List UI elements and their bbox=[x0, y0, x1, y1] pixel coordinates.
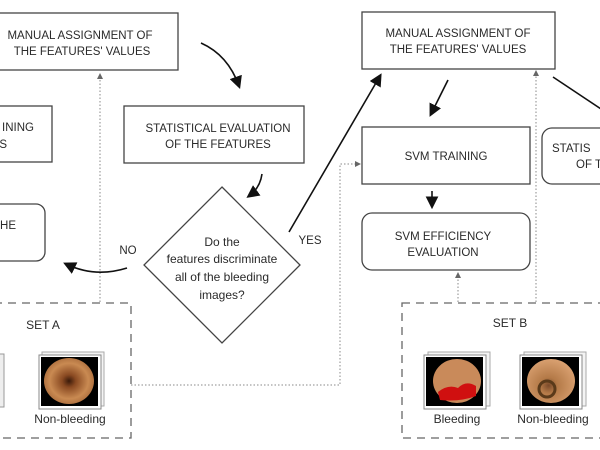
svg-text:OF THE FEATURES: OF THE FEATURES bbox=[165, 139, 271, 151]
svg-text:Non-bleeding: Non-bleeding bbox=[517, 412, 588, 426]
svg-text:SET A: SET A bbox=[26, 318, 60, 332]
svg-text:STATIS: STATIS bbox=[552, 143, 591, 155]
svg-text:images?: images? bbox=[199, 288, 245, 302]
right-partial-rounded-box: STATIS OF T bbox=[541, 127, 600, 185]
svg-text:OF T: OF T bbox=[576, 159, 600, 171]
arrow bbox=[552, 76, 600, 110]
svg-text:HE: HE bbox=[0, 220, 16, 232]
yes-label: YES bbox=[298, 235, 321, 247]
svg-text:Non-bleeding: Non-bleeding bbox=[34, 412, 105, 426]
svg-text:STATISTICAL EVALUATION: STATISTICAL EVALUATION bbox=[145, 123, 290, 135]
svm-efficiency-box: SVM EFFICIENCY EVALUATION bbox=[361, 212, 531, 271]
left-partial-box: INING S bbox=[0, 105, 53, 163]
svg-text:INING: INING bbox=[2, 122, 34, 134]
svg-text:Do the: Do the bbox=[204, 235, 240, 249]
statistical-evaluation-box: STATISTICAL EVALUATION OF THE FEATURES bbox=[123, 105, 305, 164]
svg-text:SVM EFFICIENCY: SVM EFFICIENCY bbox=[395, 231, 492, 243]
left-partial-rounded-box: HE bbox=[0, 203, 46, 262]
svg-text:SVM TRAINING: SVM TRAINING bbox=[405, 151, 488, 163]
arrow bbox=[429, 79, 449, 117]
decision-diamond: Do the features discriminate all of the … bbox=[143, 186, 301, 344]
set-a-group: SET A Non-bleeding bbox=[0, 302, 132, 439]
svg-text:EVALUATION: EVALUATION bbox=[407, 247, 478, 259]
svg-text:MANUAL ASSIGNMENT OF: MANUAL ASSIGNMENT OF bbox=[7, 30, 152, 42]
svg-text:MANUAL ASSIGNMENT OF: MANUAL ASSIGNMENT OF bbox=[385, 28, 530, 40]
svg-text:S: S bbox=[0, 139, 7, 151]
svm-training-box: SVM TRAINING bbox=[361, 126, 531, 185]
arrow bbox=[246, 173, 263, 198]
svg-text:SET B: SET B bbox=[493, 316, 527, 330]
dotted-connector bbox=[131, 161, 361, 386]
svg-text:features discriminate: features discriminate bbox=[167, 252, 278, 266]
non-bleeding-image-stack bbox=[0, 351, 105, 410]
svg-text:Bleeding: Bleeding bbox=[434, 412, 481, 426]
right-manual-assignment-box: MANUAL ASSIGNMENT OF THE FEATURES' VALUE… bbox=[361, 11, 556, 70]
left-manual-assignment-box: MANUAL ASSIGNMENT OF THE FEATURES' VALUE… bbox=[0, 12, 179, 71]
bleeding-image-stack bbox=[423, 351, 491, 410]
arrow bbox=[63, 262, 128, 274]
svg-text:THE FEATURES' VALUES: THE FEATURES' VALUES bbox=[390, 44, 527, 56]
svg-text:THE FEATURES' VALUES: THE FEATURES' VALUES bbox=[14, 46, 151, 58]
arrow bbox=[200, 42, 242, 90]
no-label: NO bbox=[119, 245, 136, 257]
yes-arrow bbox=[288, 73, 382, 233]
non-bleeding-image-stack bbox=[519, 351, 587, 410]
svg-text:all of the bleeding: all of the bleeding bbox=[175, 270, 269, 284]
set-b-group: SET B Bleeding Non-bleeding bbox=[401, 302, 600, 439]
